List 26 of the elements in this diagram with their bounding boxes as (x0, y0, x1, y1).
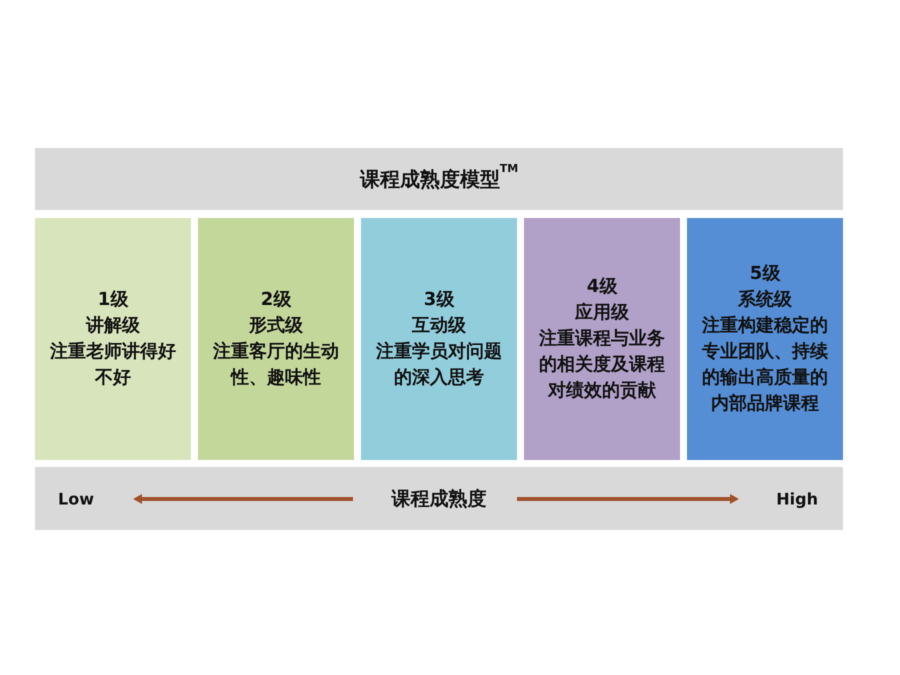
level-description: 注重构建稳定的专业团队、持续的输出高质量的内部品牌课程 (700, 314, 829, 416)
level-box (524, 218, 680, 460)
scale-band (35, 467, 843, 530)
scale-label: 课程成熟度 (392, 486, 486, 512)
low-label: Low (58, 489, 94, 508)
level-name: 讲解级 (86, 314, 140, 338)
title-text: 课程成熟度模型$^{TM}$ (360, 166, 518, 192)
level-box (361, 218, 517, 460)
level-name: 形式级 (249, 314, 303, 338)
level-number: 4级 (586, 275, 618, 299)
level-number: 5级 (750, 262, 780, 286)
level-description: 注重客厅的生动性、趣味性 (212, 340, 340, 390)
level-box (198, 218, 354, 460)
level-name: 系统级 (738, 288, 792, 312)
level-name: 应用级 (575, 301, 629, 325)
level-description: 注重课程与业务的相关度及课程对绩效的贡献 (538, 327, 666, 403)
level-description: 注重学员对问题的深入思考 (374, 340, 503, 390)
level-description: 注重老师讲得好不好 (48, 340, 177, 390)
level-name: 互动级 (412, 314, 466, 338)
level-number: 1级 (98, 288, 128, 312)
title-band (35, 148, 843, 210)
level-box (35, 218, 191, 460)
level-number: 3级 (424, 288, 454, 312)
level-box (687, 218, 843, 460)
level-number: 2级 (260, 288, 292, 312)
high-label: High (776, 489, 818, 508)
